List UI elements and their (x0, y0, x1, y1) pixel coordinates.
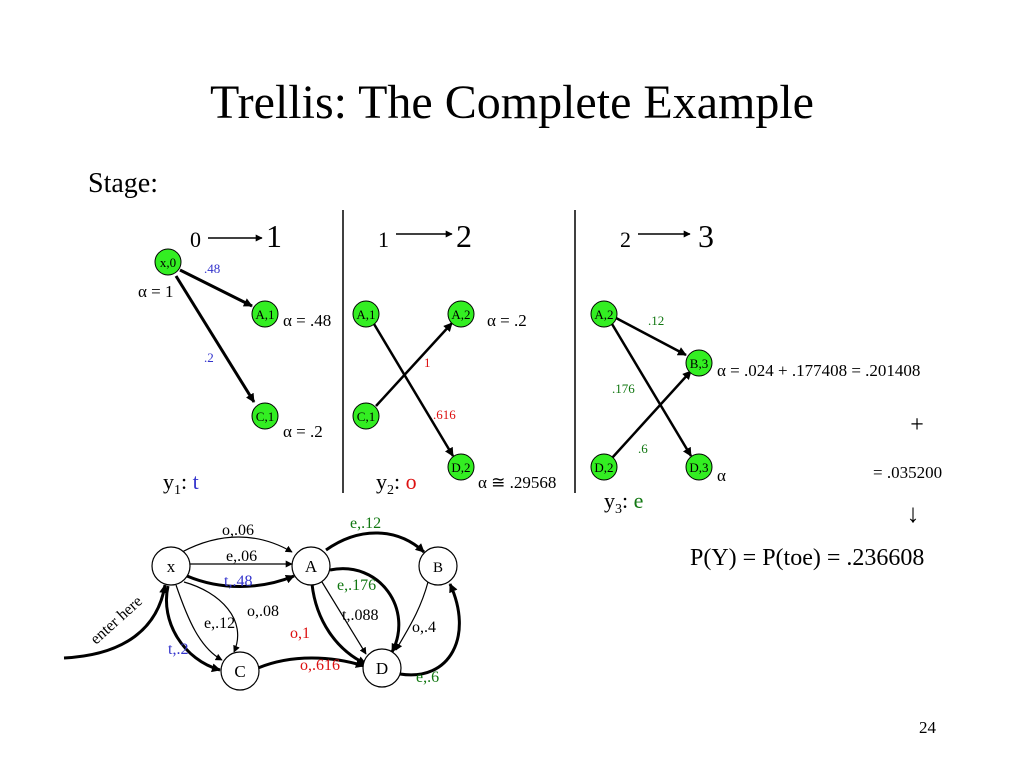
edge-a2-b3-prob: .12 (648, 313, 664, 328)
edge-d2-b3-prob: .6 (638, 441, 648, 456)
svg-text:x: x (167, 557, 176, 576)
edge-d-b-e-label: e,.6 (416, 669, 439, 686)
edge-c1-a2 (375, 322, 453, 407)
edge-a1-d2-prob: .616 (433, 407, 456, 422)
alpha-c1: α = .2 (283, 422, 323, 441)
alpha-d3: α (717, 466, 726, 485)
svg-text:A,2: A,2 (594, 307, 613, 322)
stage2-from: 1 (378, 227, 389, 252)
result-probability: P(Y) = P(toe) = .236608 (690, 545, 924, 571)
edge-x-a-t-label: t,.48 (224, 573, 252, 590)
stage2-to: 2 (456, 218, 472, 254)
edge-b-d-o-label: o,.4 (412, 619, 436, 636)
edge-x-c-o-label: o,.08 (247, 603, 279, 620)
edge-a-d-t (321, 581, 367, 655)
edge-x-c-t (165, 585, 221, 673)
trellis-node-b3: B,3 (685, 349, 713, 377)
svg-text:x,0: x,0 (160, 255, 176, 270)
stage3-to: 3 (698, 218, 714, 254)
svg-text:A: A (305, 557, 318, 576)
svg-text:C,1: C,1 (256, 409, 274, 424)
edge-a1-d2 (372, 323, 455, 457)
state-node-c: C (220, 651, 260, 691)
edge-a-d-e-label: e,.176 (337, 577, 376, 594)
svg-text:B: B (433, 560, 443, 576)
edge-x-c-o (183, 581, 240, 653)
svg-text:C,1: C,1 (357, 409, 375, 424)
alpha-b3: α = .024 + .177408 = .201408 (717, 361, 920, 380)
enter-arrow (63, 584, 169, 660)
trellis-node-x0: x,0 (154, 248, 182, 276)
trellis-node-d2-stage3: D,2 (590, 453, 618, 481)
edge-a-b-e (325, 531, 426, 554)
slide-title: Trellis: The Complete Example (210, 76, 814, 129)
edge-c1-a2-prob: 1 (424, 355, 431, 370)
svg-text:D,3: D,3 (689, 460, 708, 475)
edge-a-d-o-label: o,1 (290, 625, 310, 642)
edge-x0-a1 (179, 268, 253, 308)
edge-b-d-o (395, 581, 429, 651)
alpha-a2: α = .2 (487, 311, 527, 330)
enter-label: enter here (87, 593, 146, 648)
edge-x-c-t-label: t,.2 (168, 641, 188, 658)
stage1-to: 1 (266, 218, 282, 254)
edge-x0-a1-prob: .48 (204, 261, 220, 276)
trellis-node-a2-stage3: A,2 (590, 300, 618, 328)
edge-d2-b3 (611, 370, 692, 459)
edge-a2-d3 (610, 323, 693, 457)
state-node-a: A (291, 546, 331, 586)
observation-y2: y2: o (376, 469, 417, 498)
edge-x-a-o-label: o,.06 (222, 522, 254, 539)
edge-a2-b3 (615, 316, 687, 357)
observation-y1: y1: t (163, 469, 199, 498)
edge-x0-c1-prob: .2 (204, 350, 214, 365)
svg-text:D: D (376, 659, 388, 678)
page-number: 24 (919, 718, 937, 737)
edge-a-d-e (329, 567, 401, 653)
trellis-node-a1-stage1: A,1 (251, 300, 279, 328)
state-node-d: D (362, 648, 402, 688)
edge-a2-d3-prob: .176 (612, 381, 635, 396)
svg-text:D,2: D,2 (451, 460, 470, 475)
plus-sign: + (910, 412, 924, 438)
trellis-node-c1-stage2: C,1 (352, 402, 380, 430)
edge-a-d-o (310, 583, 367, 666)
edge-x-a-t (186, 574, 295, 588)
stage1-from: 0 (190, 227, 201, 252)
trellis-node-a1-stage2: A,1 (352, 300, 380, 328)
trellis-node-d3: D,3 (685, 453, 713, 481)
edge-x0-c1 (174, 275, 256, 403)
state-node-x: x (151, 546, 191, 586)
svg-text:D,2: D,2 (594, 460, 613, 475)
alpha-start: α = 1 (138, 282, 174, 301)
edge-x-a-o (181, 536, 293, 553)
trellis-node-a2-stage2: A,2 (447, 300, 475, 328)
svg-text:C: C (234, 662, 245, 681)
stage-label: Stage: (88, 168, 158, 199)
edge-c-d-o (257, 656, 365, 670)
svg-text:A,2: A,2 (451, 307, 470, 322)
alpha-d3-value: = .035200 (873, 463, 942, 482)
trellis-node-d2-stage2: D,2 (447, 453, 475, 481)
trellis-node-c1-stage1: C,1 (251, 402, 279, 430)
edge-x-a-e-label: e,.06 (226, 548, 257, 565)
alpha-d2: α ≅ .29568 (478, 473, 556, 492)
down-arrow: ↓ (907, 499, 920, 528)
edge-a-b-e-label: e,.12 (350, 515, 381, 532)
edge-c-d-o-label: o,.616 (300, 657, 340, 674)
svg-text:A,1: A,1 (356, 307, 375, 322)
edge-x-c-e-label: e,.12 (204, 615, 235, 632)
svg-text:B,3: B,3 (690, 356, 708, 371)
svg-text:A,1: A,1 (255, 307, 274, 322)
stage3-from: 2 (620, 227, 631, 252)
alpha-a1: α = .48 (283, 311, 331, 330)
observation-y3: y3: e (604, 488, 643, 517)
state-node-b: B (418, 546, 458, 586)
edge-a-d-t-label: t,.088 (342, 607, 378, 624)
edge-d-b-e (399, 583, 461, 677)
edge-x-c-e (175, 584, 223, 661)
